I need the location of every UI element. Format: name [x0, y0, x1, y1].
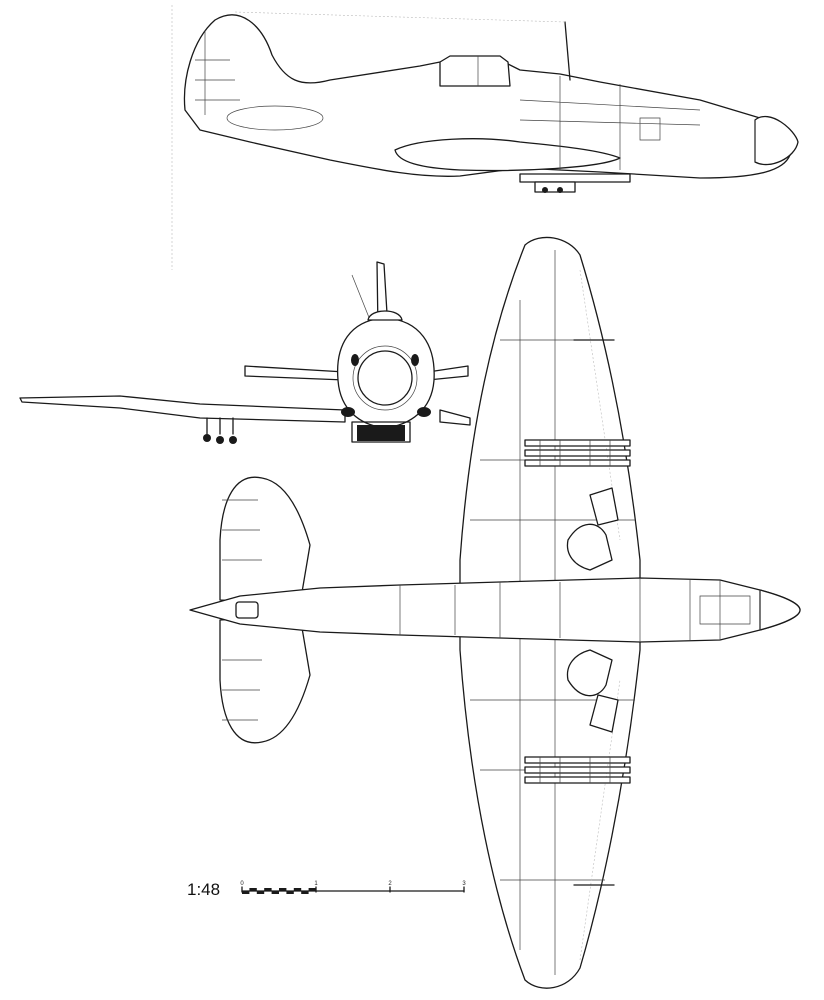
side-marking [226, 105, 324, 131]
front-rockets [203, 417, 237, 444]
plan-wheel-well-lower [566, 649, 613, 697]
scale-check [256, 891, 265, 894]
side-view [183, 11, 799, 193]
front-view [19, 261, 471, 444]
plan-rockets-lower [524, 756, 631, 784]
plan-spinner [759, 589, 801, 631]
plan-tailplane [219, 476, 311, 605]
side-spinner [754, 115, 799, 166]
front-wing-right [439, 409, 471, 426]
front-spinner [357, 350, 413, 406]
scale-check [286, 891, 294, 894]
scale-check [242, 891, 250, 894]
scale-tick-label: 1 [314, 881, 318, 887]
scale-tick-label: 0 [240, 881, 244, 887]
plan-view [189, 236, 801, 989]
scale-check [293, 888, 302, 891]
scale-check [264, 888, 272, 891]
front-radiator [357, 425, 405, 441]
side-rocket-rail [519, 173, 631, 183]
scale-check [279, 888, 287, 891]
scale-ratio-label: 1:48 [187, 880, 220, 899]
scale-tick-label: 2 [388, 881, 392, 887]
scale-bar: 1:48 0 1 2 3 [187, 880, 466, 899]
scale-check [308, 888, 316, 891]
side-canopy [439, 55, 511, 87]
plan-wheel-well-upper [566, 523, 613, 571]
plan-rockets-upper [524, 439, 631, 467]
scale-check [301, 891, 309, 894]
scale-check [271, 891, 279, 894]
front-wing-left [19, 395, 346, 423]
side-antenna [564, 21, 571, 81]
plan-cockpit [235, 601, 259, 619]
scale-tick-label: 3 [462, 881, 466, 887]
scale-check [249, 888, 257, 891]
